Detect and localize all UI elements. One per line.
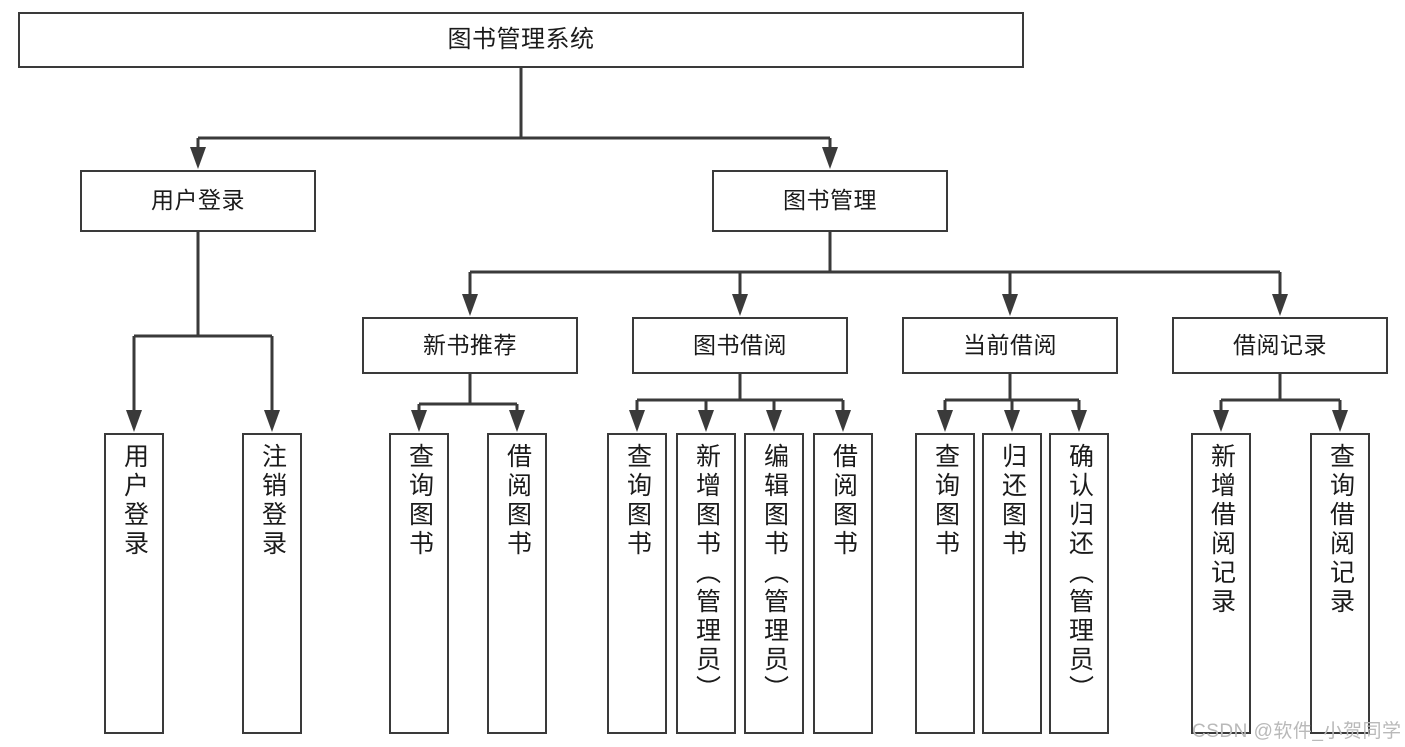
edge-book-manage-to-level2-arrow-3 <box>1272 294 1288 316</box>
node-label: 确认归还（管理员） <box>1065 443 1094 704</box>
edge-user-login-to-leaves-arrow-1 <box>264 410 280 432</box>
node-label: 图书借阅 <box>693 331 787 358</box>
edge-records-to-leaves-arrow-1 <box>1332 410 1348 432</box>
node-leaf_d2[interactable]: 确认归还（管理员） <box>1049 433 1109 734</box>
node-label: 用户登录 <box>120 443 149 559</box>
node-leaf_e0[interactable]: 新增借阅记录 <box>1191 433 1251 734</box>
edge-book-manage-to-level2-arrow-2 <box>1002 294 1018 316</box>
node-leaf_d1[interactable]: 归还图书 <box>982 433 1042 734</box>
node-label: 编辑图书（管理员） <box>760 443 789 704</box>
node-label: 图书管理系统 <box>447 25 595 53</box>
node-leaf_a1[interactable]: 注销登录 <box>242 433 302 734</box>
node-label: 查询图书 <box>931 443 960 559</box>
node-l2_1[interactable]: 图书借阅 <box>632 317 848 374</box>
edge-borrow-to-leaves-arrow-2 <box>766 410 782 432</box>
node-leaf_c1[interactable]: 新增图书（管理员） <box>676 433 736 734</box>
edge-root-to-level1-arrow-0 <box>190 147 206 169</box>
node-leaf_a0[interactable]: 用户登录 <box>104 433 164 734</box>
node-label: 新书推荐 <box>423 331 517 358</box>
edge-borrow-to-leaves-arrow-1 <box>698 410 714 432</box>
node-label: 图书管理 <box>783 187 877 214</box>
node-label: 借阅图书 <box>829 443 858 559</box>
edge-new-book-to-leaves-arrow-0 <box>411 410 427 432</box>
node-l1_0[interactable]: 用户登录 <box>80 170 316 232</box>
edge-records-to-leaves-arrow-0 <box>1213 410 1229 432</box>
edge-borrow-to-leaves-arrow-0 <box>629 410 645 432</box>
node-leaf_c2[interactable]: 编辑图书（管理员） <box>744 433 804 734</box>
node-l2_0[interactable]: 新书推荐 <box>362 317 578 374</box>
node-label: 用户登录 <box>151 187 245 214</box>
node-l1_1[interactable]: 图书管理 <box>712 170 948 232</box>
edge-user-login-to-leaves-arrow-0 <box>126 410 142 432</box>
edge-borrow-to-leaves-arrow-3 <box>835 410 851 432</box>
node-leaf_b1[interactable]: 借阅图书 <box>487 433 547 734</box>
edge-book-manage-to-level2-arrow-1 <box>732 294 748 316</box>
node-label: 新增借阅记录 <box>1207 443 1236 617</box>
node-leaf_d0[interactable]: 查询图书 <box>915 433 975 734</box>
node-leaf_b0[interactable]: 查询图书 <box>389 433 449 734</box>
node-label: 借阅图书 <box>503 443 532 559</box>
node-leaf_c0[interactable]: 查询图书 <box>607 433 667 734</box>
node-label: 注销登录 <box>258 443 287 559</box>
node-label: 查询图书 <box>623 443 652 559</box>
node-l2_3[interactable]: 借阅记录 <box>1172 317 1388 374</box>
edge-book-manage-to-level2-arrow-0 <box>462 294 478 316</box>
edge-current-borrow-to-leaves-arrow-1 <box>1004 410 1020 432</box>
node-label: 归还图书 <box>998 443 1027 559</box>
node-leaf_c3[interactable]: 借阅图书 <box>813 433 873 734</box>
node-label: 查询借阅记录 <box>1326 443 1355 617</box>
edge-current-borrow-to-leaves-arrow-0 <box>937 410 953 432</box>
node-root[interactable]: 图书管理系统 <box>18 12 1024 68</box>
node-label: 当前借阅 <box>963 331 1057 358</box>
node-label: 新增图书（管理员） <box>692 443 721 704</box>
node-leaf_e1[interactable]: 查询借阅记录 <box>1310 433 1370 734</box>
edge-current-borrow-to-leaves-arrow-2 <box>1071 410 1087 432</box>
node-l2_2[interactable]: 当前借阅 <box>902 317 1118 374</box>
edge-new-book-to-leaves-arrow-1 <box>509 410 525 432</box>
edge-root-to-level1-arrow-1 <box>822 147 838 169</box>
node-label: 借阅记录 <box>1233 331 1327 358</box>
node-label: 查询图书 <box>405 443 434 559</box>
